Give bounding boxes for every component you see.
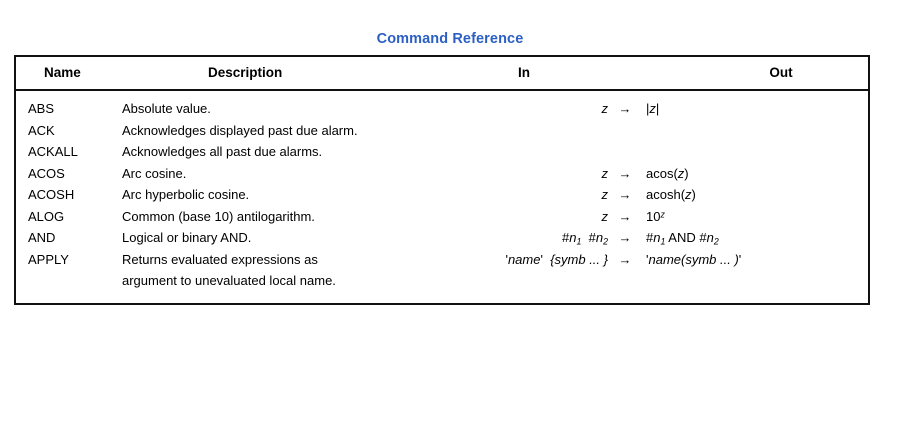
cell-description: Absolute value.	[122, 101, 211, 116]
cell-arrow: →	[618, 187, 632, 202]
cell-out: |z|	[646, 101, 660, 116]
table-row: ACOSH Arc hyperbolic cosine. z → acosh(z…	[16, 187, 868, 209]
table-header-row: Name Description In Out	[16, 57, 868, 91]
cell-command-name: ACOS	[28, 165, 65, 181]
table-row: ACK Acknowledges displayed past due alar…	[16, 123, 868, 145]
cell-command-name: ABS	[28, 101, 55, 116]
cell-command-name: APPLY	[28, 251, 69, 267]
cell-arrow: →	[618, 230, 632, 245]
cell-description: Acknowledges displayed past due alarm.	[122, 122, 358, 138]
cell-out: 10z	[646, 208, 665, 224]
cell-out: #n1 AND #n2	[646, 230, 719, 247]
column-header-out: Out	[769, 65, 793, 80]
cell-arrow: →	[618, 251, 632, 267]
cell-out: acosh(z)	[646, 187, 696, 202]
cell-command-name: ACK	[28, 122, 55, 138]
column-header-name: Name	[44, 65, 81, 80]
cell-in: z	[601, 165, 609, 181]
table-row: ACKALL Acknowledges all past due alarms.	[16, 144, 868, 166]
cell-out: 'name(symb ... )'	[646, 251, 742, 267]
cell-description: Arc hyperbolic cosine.	[122, 187, 250, 202]
cell-description: Arc cosine.	[122, 165, 187, 181]
table-body: ABS Absolute value. z → |z| ACK Acknowle…	[16, 91, 868, 303]
table-row: APPLY Returns evaluated expressions as a…	[16, 251, 868, 288]
cell-in: z	[601, 208, 609, 224]
cell-arrow: →	[618, 101, 632, 116]
cell-in: z	[601, 101, 609, 116]
table-row: ALOG Common (base 10) antilogarithm. z →…	[16, 209, 868, 231]
cell-command-name: ACKALL	[28, 144, 78, 159]
column-header-in: In	[518, 65, 530, 80]
table-row: ABS Absolute value. z → |z|	[16, 101, 868, 123]
page-title: Command Reference	[376, 31, 524, 47]
cell-arrow: →	[618, 165, 632, 181]
cell-command-name: AND	[28, 230, 56, 245]
cell-command-name: ACOSH	[28, 187, 75, 202]
command-reference-table: Name Description In Out ABS Absolute val…	[14, 55, 870, 305]
cell-out: acos(z)	[646, 165, 689, 181]
column-header-description: Description	[208, 65, 283, 80]
cell-description: Returns evaluated expressions as	[122, 251, 318, 267]
cell-description: Acknowledges all past due alarms.	[122, 144, 323, 159]
cell-in: #n1 #n2	[561, 230, 608, 247]
table-row: ACOS Arc cosine. z → acos(z)	[16, 166, 868, 188]
cell-in: 'name' {symb ... }	[505, 251, 608, 267]
cell-description-line2: argument to unevaluated local name.	[122, 272, 336, 288]
cell-in: z	[601, 187, 609, 202]
table-row: AND Logical or binary AND. #n1 #n2 → #n1…	[16, 230, 868, 252]
cell-description: Logical or binary AND.	[122, 230, 252, 245]
cell-command-name: ALOG	[28, 208, 65, 224]
cell-arrow: →	[618, 208, 632, 224]
cell-description: Common (base 10) antilogarithm.	[122, 208, 315, 224]
